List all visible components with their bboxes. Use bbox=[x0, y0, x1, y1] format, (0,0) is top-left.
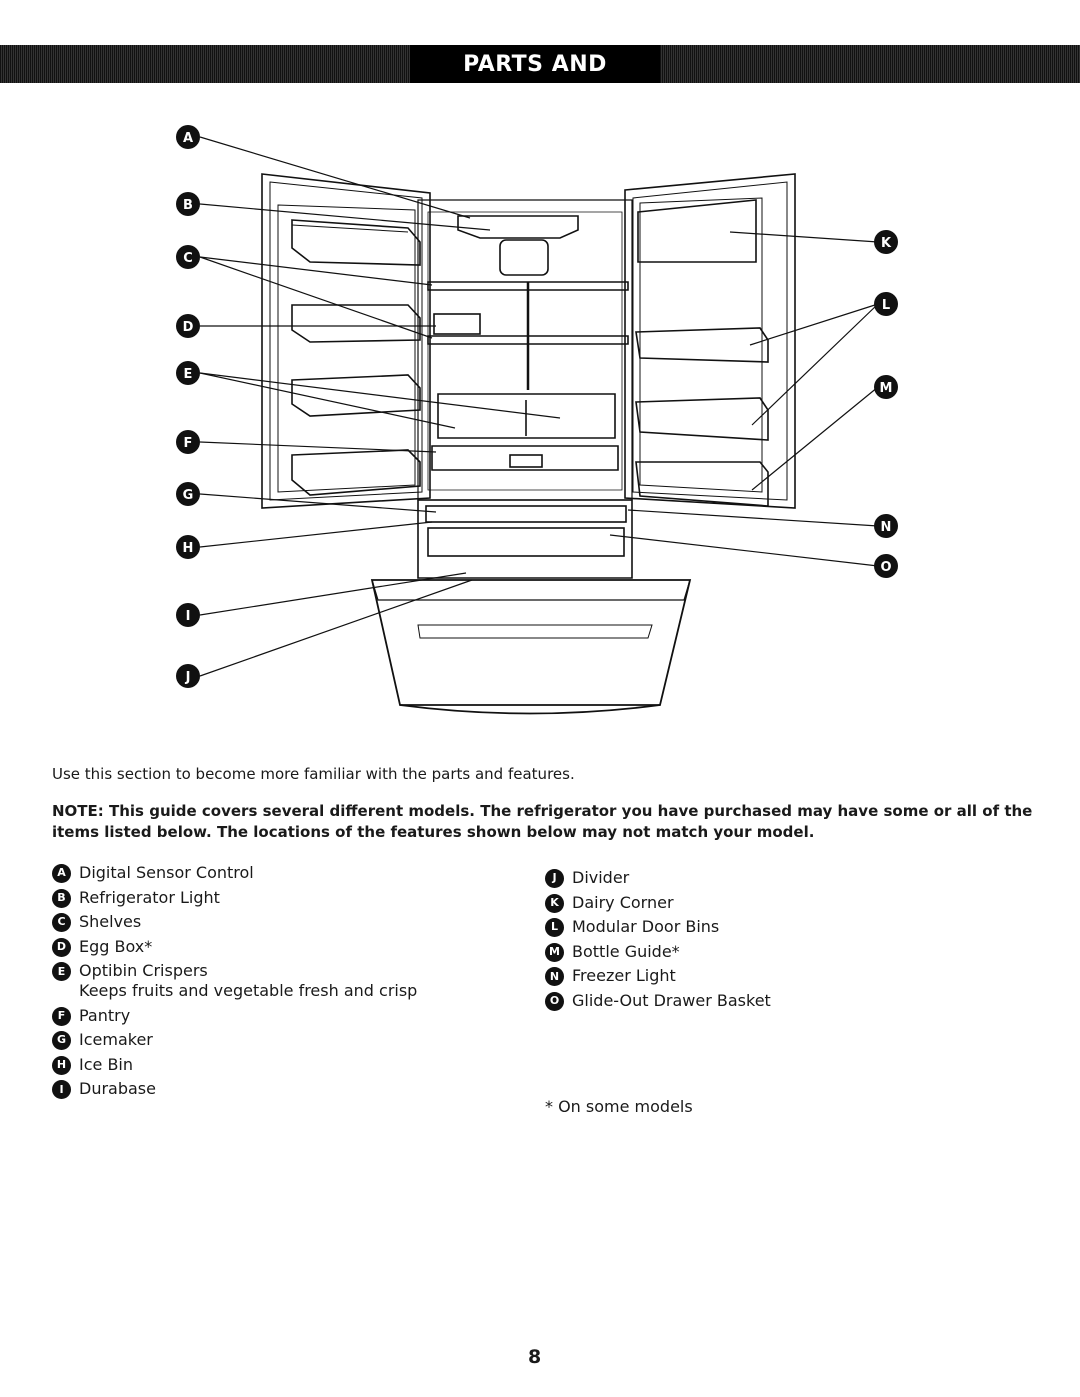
badge-icon: G bbox=[52, 1031, 71, 1051]
legend-item: E Optibin Crispers bbox=[52, 959, 512, 984]
legend-label: Digital Sensor Control bbox=[79, 863, 254, 882]
legend-label: Glide-Out Drawer Basket bbox=[572, 990, 771, 1010]
callout-a: A bbox=[183, 131, 193, 146]
legend-right: J Divider K Dairy Corner L Modular Door Bin… bbox=[545, 866, 1005, 1014]
note-text: NOTE: This guide covers several differen… bbox=[52, 802, 1033, 841]
callout-l: L bbox=[882, 298, 890, 313]
legend-description: Keeps fruits and vegetable fresh and cri… bbox=[79, 980, 418, 1000]
legend-label: Egg Box* bbox=[79, 936, 153, 956]
callout-m: M bbox=[880, 381, 893, 396]
legend-item: N Freezer Light bbox=[545, 964, 1005, 989]
legend-label: Divider bbox=[572, 868, 630, 887]
badge-icon: K bbox=[545, 893, 564, 913]
legend-label: Modular Door Bins bbox=[572, 917, 720, 937]
callout-d: D bbox=[183, 320, 194, 335]
legend-item: H Ice Bin bbox=[52, 1053, 512, 1078]
legend-item: K Dairy Corner bbox=[545, 891, 1005, 916]
intro-text: Use this section to become more familiar… bbox=[52, 765, 575, 783]
badge-icon: B bbox=[52, 888, 71, 908]
legend-label: Bottle Guide* bbox=[572, 941, 680, 961]
badge-icon: H bbox=[52, 1055, 71, 1075]
callout-j: J bbox=[185, 670, 191, 685]
badge-icon: L bbox=[545, 918, 564, 938]
callout-g: G bbox=[183, 488, 194, 503]
badge-icon: C bbox=[52, 913, 71, 933]
legend-label: Icemaker bbox=[79, 1030, 153, 1050]
callout-b: B bbox=[183, 198, 193, 213]
legend-item: L Modular Door Bins bbox=[545, 915, 1005, 940]
callout-f: F bbox=[184, 436, 193, 451]
badge-icon: F bbox=[52, 1006, 71, 1026]
legend-label: Dairy Corner bbox=[572, 892, 674, 912]
badge-icon: D bbox=[52, 937, 71, 957]
badge-icon: A bbox=[52, 864, 71, 883]
legend-label: Optibin Crispers bbox=[79, 961, 208, 981]
refrigerator-diagram: A B C D E F G H I J K L M N O bbox=[176, 125, 898, 715]
badge-icon: I bbox=[52, 1080, 71, 1100]
legend-item: J Divider bbox=[545, 866, 1005, 891]
callout-o: O bbox=[880, 560, 891, 575]
legend-item: F Pantry bbox=[52, 1004, 512, 1029]
footnote: * On some models bbox=[545, 1097, 693, 1116]
page-title: PARTS AND FEATURES bbox=[410, 45, 660, 117]
legend-label: Freezer Light bbox=[572, 966, 676, 986]
legend-label: Durabase bbox=[79, 1079, 156, 1099]
callout-h: H bbox=[183, 541, 194, 556]
callout-n: N bbox=[881, 520, 892, 535]
legend-item: D Egg Box* bbox=[52, 935, 512, 960]
legend-item: M Bottle Guide* bbox=[545, 940, 1005, 965]
legend-label: Pantry bbox=[79, 1005, 131, 1025]
legend-item: C Shelves bbox=[52, 910, 512, 935]
legend-label: Shelves bbox=[79, 912, 142, 932]
badge-icon: N bbox=[545, 967, 564, 987]
legend-item: A Digital Sensor Control bbox=[52, 861, 512, 886]
page-number: 8 bbox=[528, 1346, 542, 1368]
callout-i: I bbox=[186, 609, 191, 624]
legend-item: I Durabase bbox=[52, 1077, 512, 1102]
badge-icon: J bbox=[545, 869, 564, 888]
legend-left: A Digital Sensor Control B Refrigerator Li… bbox=[52, 861, 512, 1102]
legend-label: Ice Bin bbox=[79, 1054, 134, 1074]
callout-e: E bbox=[184, 367, 193, 382]
legend-item: O Glide-Out Drawer Basket bbox=[545, 989, 1005, 1014]
badge-icon: M bbox=[545, 942, 564, 962]
legend-item: B Refrigerator Light bbox=[52, 886, 512, 911]
legend-item: G Icemaker bbox=[52, 1028, 512, 1053]
badge-icon: O bbox=[545, 991, 564, 1011]
callout-k: K bbox=[881, 236, 892, 251]
callout-c: C bbox=[183, 251, 193, 266]
legend-label: Refrigerator Light bbox=[79, 887, 220, 907]
badge-icon: E bbox=[52, 962, 71, 982]
